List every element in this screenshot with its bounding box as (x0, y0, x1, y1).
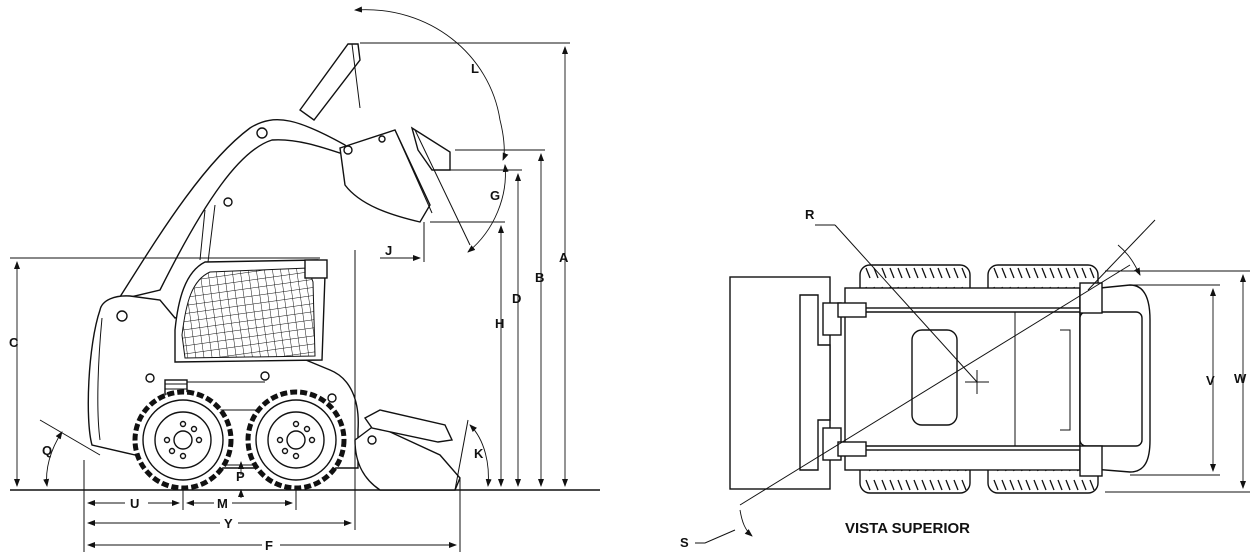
label-L: L (471, 61, 479, 76)
front-wheel (245, 389, 347, 491)
label-W: W (1234, 371, 1247, 386)
label-G: G (490, 188, 500, 203)
top-view: R S V W VISTA SUPERIOR (680, 207, 1250, 550)
ground-bucket (354, 409, 461, 491)
label-J: J (385, 243, 392, 258)
label-Q: Q (42, 443, 52, 458)
label-Y: Y (224, 516, 233, 531)
label-F: F (265, 538, 273, 552)
label-M: M (217, 496, 228, 511)
dumped-bucket (339, 126, 451, 223)
side-view: A B C D F G H J K L M P Q U Y (9, 6, 600, 552)
label-B: B (535, 270, 544, 285)
label-V: V (1206, 373, 1215, 388)
label-A: A (559, 250, 569, 265)
label-K: K (474, 446, 484, 461)
top-view-caption: VISTA SUPERIOR (845, 520, 970, 537)
label-R: R (805, 207, 815, 222)
rear-wheel (132, 389, 234, 491)
operator-cab (174, 259, 328, 363)
label-P: P (236, 469, 245, 484)
top-chassis (837, 282, 1151, 477)
label-S: S (680, 535, 689, 550)
label-C: C (9, 335, 19, 350)
lift-arm (116, 119, 357, 302)
label-H: H (495, 316, 504, 331)
label-D: D (512, 291, 521, 306)
raised-bucket-top (299, 43, 361, 121)
label-U: U (130, 496, 139, 511)
